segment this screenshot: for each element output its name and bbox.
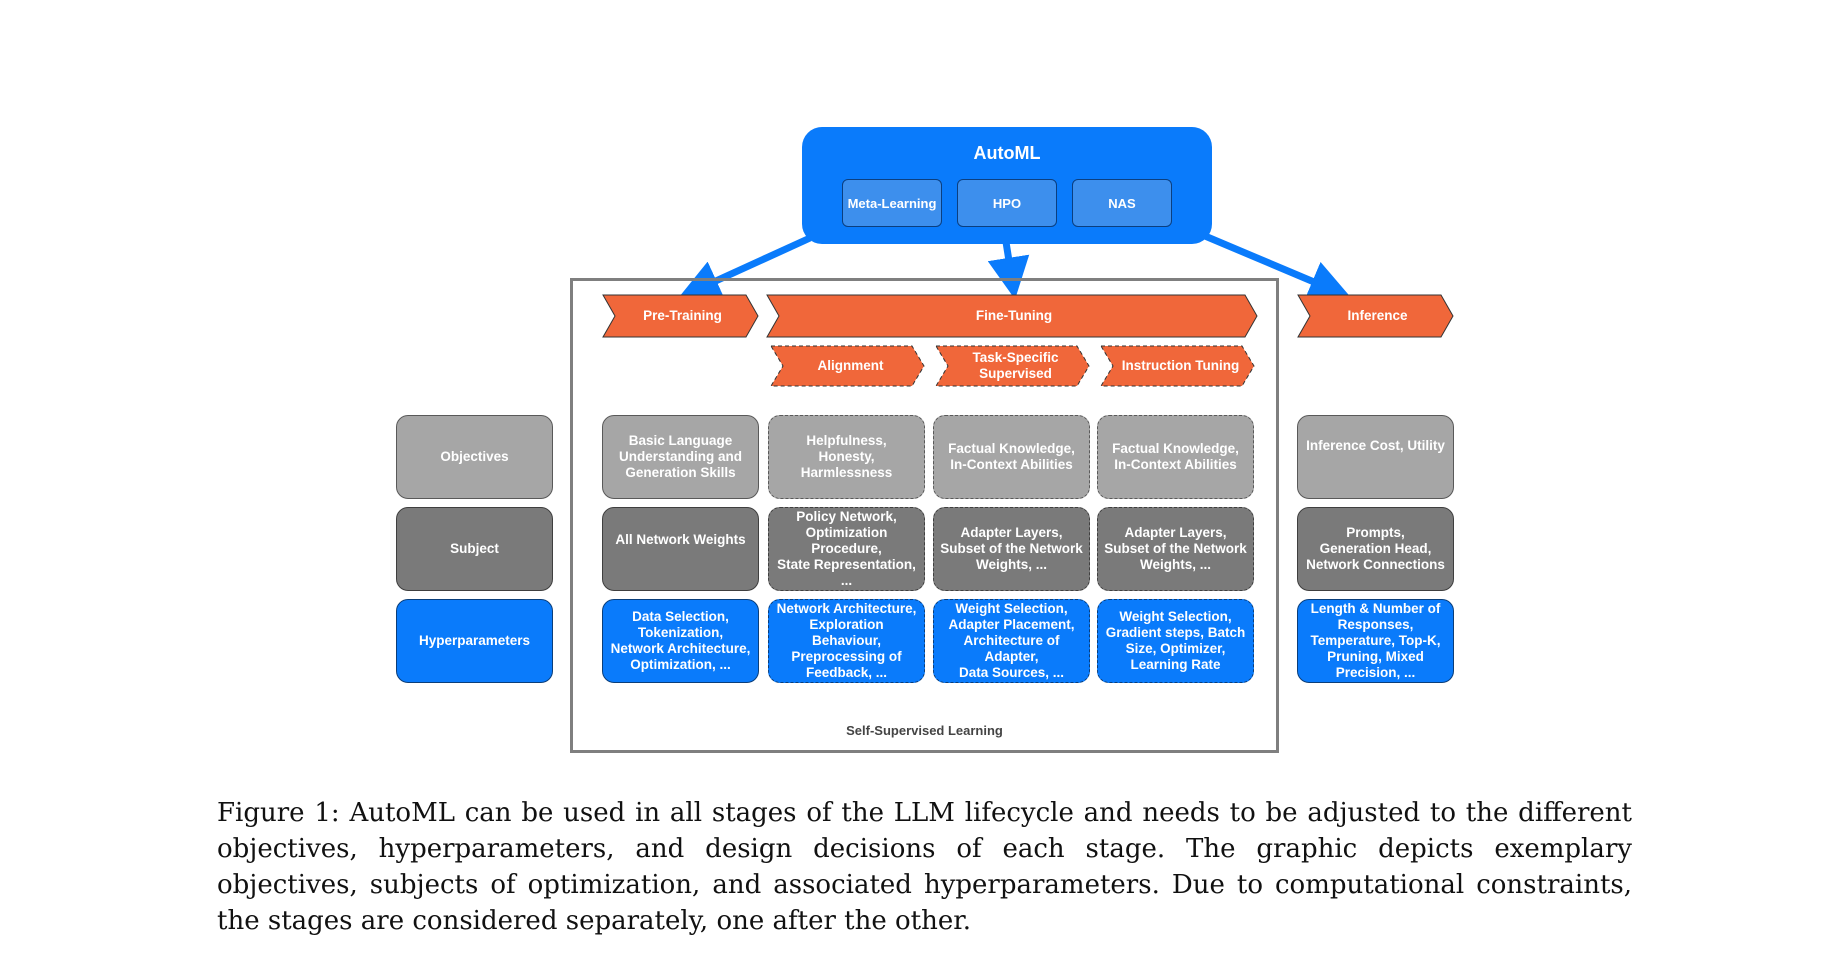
method-nas: NAS [1072, 179, 1172, 227]
arrow-to-inference [1203, 232, 1352, 301]
method-meta-learning: Meta-Learning [842, 179, 942, 227]
task-specific-chevron [935, 345, 1090, 387]
finetuning-chevron [766, 294, 1258, 338]
subject-instruction-tuning: Adapter Layers, Subset of the Network We… [1097, 507, 1254, 591]
automl-title: AutoML [973, 143, 1041, 163]
substage-alignment: Alignment [817, 358, 884, 373]
self-supervised-label: Self-Supervised Learning [846, 723, 1003, 738]
hyperparameters-pretraining: Data Selection, Tokenization, Network Ar… [602, 599, 759, 683]
objective-instruction-tuning: Factual Knowledge, In-Context Abilities [1097, 415, 1254, 499]
objective-task-specific: Factual Knowledge, In-Context Abilities [933, 415, 1090, 499]
subject-task-specific: Adapter Layers, Subset of the Network We… [933, 507, 1090, 591]
substage-task-specific: Task-Specific Supervised [972, 350, 1059, 381]
objective-inference: Inference Cost, Utility [1297, 415, 1454, 499]
subject-pretraining: All Network Weights [602, 507, 759, 591]
hyperparameters-alignment: Network Architecture, Exploration Behavi… [768, 599, 925, 683]
stage-pretraining: Pre-Training [643, 308, 722, 323]
hyperparameters-inference: Length & Number of Responses, Temperatur… [1297, 599, 1454, 683]
arrow-to-pretraining [678, 234, 812, 300]
hyperparameters-instruction-tuning: Weight Selection, Gradient steps, Batch … [1097, 599, 1254, 683]
alignment-chevron [770, 345, 925, 387]
subject-inference: Prompts, Generation Head, Network Connec… [1297, 507, 1454, 591]
row-label-hyperparameters: Hyperparameters [396, 599, 553, 683]
substage-instruction-tuning: Instruction Tuning [1121, 358, 1240, 373]
pretraining-chevron [602, 294, 759, 338]
objective-pretraining: Basic Language Understanding and Generat… [602, 415, 759, 499]
automl-box: AutoML Meta-Learning HPO NAS [802, 127, 1212, 244]
objective-alignment: Helpfulness, Honesty, Harmlessness [768, 415, 925, 499]
stage-finetuning: Fine-Tuning [975, 308, 1053, 323]
instruction-tuning-chevron [1100, 345, 1255, 387]
method-hpo: HPO [957, 179, 1057, 227]
self-supervised-frame [570, 278, 1279, 753]
row-label-subject: Subject [396, 507, 553, 591]
inference-chevron [1297, 294, 1454, 338]
hyperparameters-task-specific: Weight Selection, Adapter Placement, Arc… [933, 599, 1090, 683]
subject-alignment: Policy Network, Optimization Procedure, … [768, 507, 925, 591]
figure-caption: Figure 1: AutoML can be used in all stag… [217, 798, 1632, 936]
row-label-objectives: Objectives [396, 415, 553, 499]
stage-inference: Inference [1347, 308, 1408, 323]
arrow-to-finetuning [987, 241, 1030, 300]
